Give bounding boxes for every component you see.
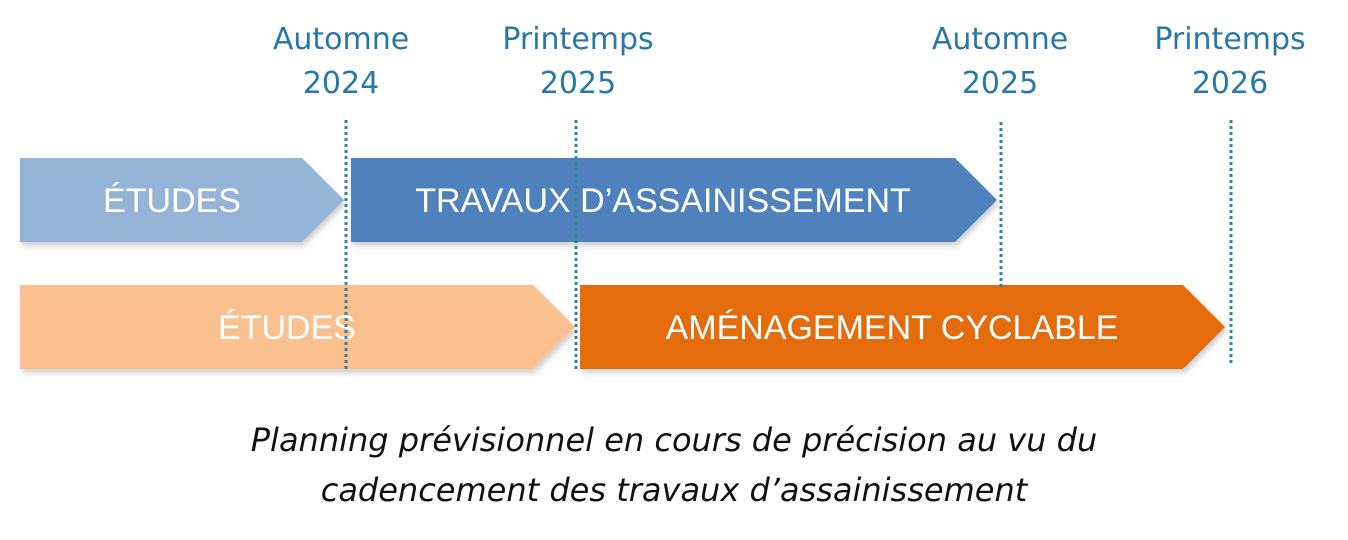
milestone-label-automne-2025: Automne 2025 [900, 18, 1100, 106]
phase-arrow-travaux-assainissement [351, 158, 997, 242]
milestone-season: Printemps [1154, 22, 1306, 57]
caption-line-1: Planning prévisionnel en cours de précis… [250, 421, 1098, 459]
caption: Planning prévisionnel en cours de précis… [0, 415, 1348, 515]
milestone-year: 2025 [539, 66, 617, 101]
phase-label-travaux-assainissement: TRAVAUX D’ASSAINISSEMENT [415, 182, 911, 220]
milestone-season: Printemps [502, 22, 654, 57]
milestone-label-automne-2024: Automne 2024 [241, 18, 441, 106]
milestone-label-printemps-2025: Printemps 2025 [478, 18, 678, 106]
milestone-year: 2024 [302, 66, 380, 101]
milestone-year: 2025 [961, 66, 1039, 101]
phase-label-etudes-assainissement: ÉTUDES [103, 182, 241, 220]
row-assainissement: ÉTUDES TRAVAUX D’ASSAINISSEMENT [20, 158, 997, 242]
phase-arrow-etudes-assainissement [20, 158, 344, 242]
timeline-diagram: ÉTUDES TRAVAUX D’ASSAINISSEMENT ÉTUDES A… [20, 120, 1233, 372]
milestone-season: Automne [931, 22, 1069, 57]
caption-line-2: cadencement des travaux d’assainissement [320, 471, 1028, 509]
milestone-year: 2026 [1191, 66, 1269, 101]
milestone-season: Automne [272, 22, 410, 57]
phase-arrow-etudes-cyclable [20, 285, 575, 369]
milestone-lines [344, 120, 1233, 372]
milestone-label-printemps-2026: Printemps 2026 [1130, 18, 1330, 106]
phase-arrow-amenagement-cyclable [580, 285, 1225, 369]
row-cyclable: ÉTUDES AMÉNAGEMENT CYCLABLE [20, 285, 1225, 369]
phase-label-amenagement-cyclable: AMÉNAGEMENT CYCLABLE [666, 309, 1119, 347]
phase-label-etudes-cyclable: ÉTUDES [218, 309, 356, 347]
